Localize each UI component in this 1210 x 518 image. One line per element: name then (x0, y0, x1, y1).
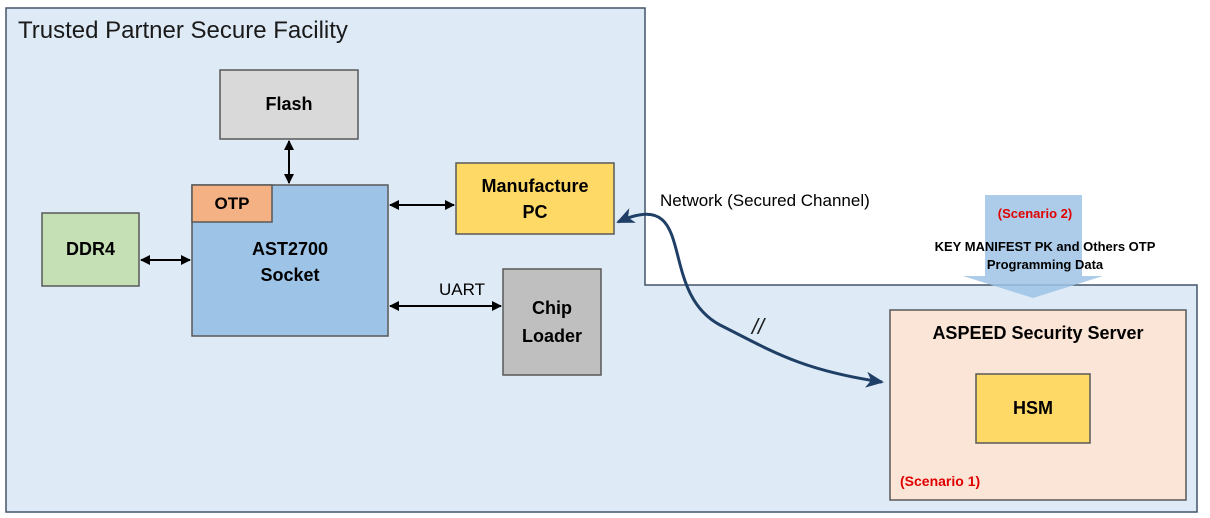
chip-line2: Loader (521, 326, 582, 346)
pc-line1: Manufacture (481, 175, 589, 196)
ddr4-label: DDR4 (65, 239, 115, 259)
pc-line2: PC (522, 201, 548, 222)
network-channel-arrow (616, 208, 884, 388)
scenario2-label: (Scenario 2) (997, 205, 1073, 221)
chip-loader-label: Chip Loader (503, 269, 601, 375)
flash-box (219, 69, 359, 140)
chip-loader-box (502, 268, 602, 376)
soc-line1: AST2700 (251, 239, 329, 259)
ddr4-box (41, 212, 140, 287)
scenario2-arrow (963, 195, 1103, 298)
manufacture-pc-label: Manufacture PC (456, 163, 614, 234)
otp-label: OTP (214, 193, 250, 213)
ast2700-socket-label: AST2700 Socket (192, 232, 388, 292)
manufacture-pc-box (455, 162, 615, 235)
otp-box (191, 184, 273, 223)
scenario2-line2: Programming Data (986, 257, 1104, 272)
flash-label: Flash (265, 94, 313, 114)
chip-line1: Chip (532, 298, 572, 318)
facility-title: Trusted Partner Secure Facility (18, 17, 348, 44)
hsm-label: HSM (1013, 398, 1053, 418)
scenario1-label: (Scenario 1) (900, 473, 981, 489)
network-label: Network (Secured Channel) (660, 191, 870, 210)
hsm-box (975, 373, 1091, 444)
security-server-title: ASPEED Security Server (932, 322, 1144, 343)
scenario2-description: KEY MANIFEST PK and Others OTP Programmi… (895, 236, 1195, 276)
uart-label: UART (439, 280, 485, 299)
network-break-mark: // (751, 314, 765, 339)
soc-line2: Socket (260, 265, 320, 285)
scenario2-line1: KEY MANIFEST PK and Others OTP (934, 239, 1156, 254)
